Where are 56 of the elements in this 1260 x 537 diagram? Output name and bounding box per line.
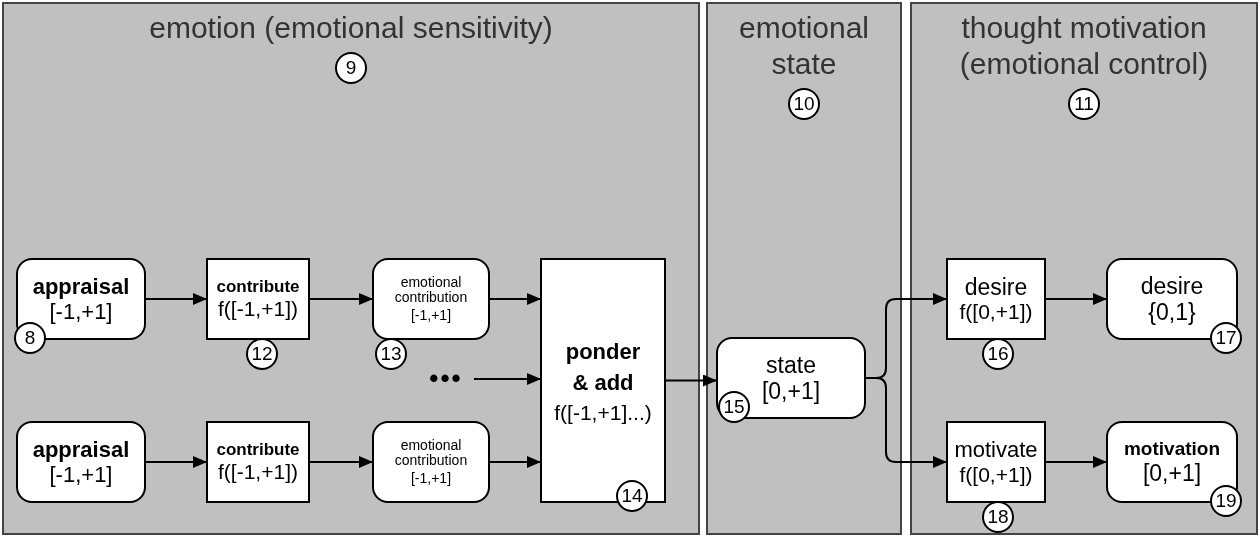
panel-title: emotion (emotional sensitivity) — [148, 10, 554, 46]
node-label: emotional contribution — [393, 437, 469, 469]
node-label: contribute — [216, 440, 300, 460]
node-label: state — [766, 351, 816, 378]
callout-number: 16 — [982, 338, 1014, 370]
panel-title: thought motivation (emotional control) — [958, 10, 1210, 82]
callout-number: 8 — [14, 322, 46, 354]
node-value: [-1,+1] — [410, 470, 452, 487]
ellipsis-text: ••• — [429, 364, 463, 394]
panel — [2, 2, 700, 535]
arrow — [145, 293, 207, 305]
node-value: [0,+1] — [761, 378, 821, 405]
callout-number: 14 — [616, 480, 648, 512]
arrow — [489, 456, 541, 468]
node-value: [-1,+1] — [410, 307, 452, 324]
callout-number: 19 — [1210, 485, 1242, 517]
node-value: {0,1} — [1148, 299, 1196, 326]
node-label: appraisal — [32, 273, 130, 299]
process-box — [206, 421, 310, 503]
node-value: [-1,+1] — [49, 462, 113, 488]
node-value: f([-1,+1]...) — [554, 401, 652, 426]
node-label: ponder & add — [565, 337, 641, 398]
arrow — [489, 293, 541, 305]
callout-number: 17 — [1210, 322, 1242, 354]
node-label: emotional contribution — [393, 274, 469, 306]
node-value: f([0,+1]) — [959, 300, 1033, 325]
panel-title: emotional state — [737, 10, 871, 82]
node-label: appraisal — [32, 436, 130, 462]
arrow — [1045, 293, 1107, 305]
arrow — [1045, 456, 1107, 468]
rounded-box — [372, 421, 490, 503]
callout-number: 15 — [718, 391, 750, 423]
arrow — [309, 293, 373, 305]
callout-number: 13 — [375, 338, 407, 370]
callout-number: 9 — [335, 52, 367, 84]
node-label: desire — [964, 273, 1028, 301]
arrow — [145, 456, 207, 468]
node-label: motivation — [1123, 437, 1221, 460]
arrow — [473, 373, 541, 385]
callout-number: 10 — [788, 88, 820, 120]
arrow — [309, 456, 373, 468]
callout-number: 11 — [1068, 88, 1100, 120]
node-value: f([-1,+1]) — [218, 296, 298, 321]
callout-number: 12 — [246, 338, 278, 370]
rounded-box — [16, 421, 146, 503]
node-value: f([-1,+1]) — [218, 459, 298, 484]
arrow — [665, 374, 717, 387]
panel — [706, 2, 902, 535]
callout-number: 18 — [982, 501, 1014, 533]
node-value: [-1,+1] — [49, 299, 113, 325]
node-label: desire — [1140, 272, 1204, 299]
node-label: motivate — [954, 437, 1038, 463]
node-value: f([0,+1]) — [959, 462, 1033, 487]
panel — [910, 2, 1258, 535]
node-label: contribute — [216, 277, 300, 297]
node-value: [0,+1] — [1142, 459, 1202, 487]
